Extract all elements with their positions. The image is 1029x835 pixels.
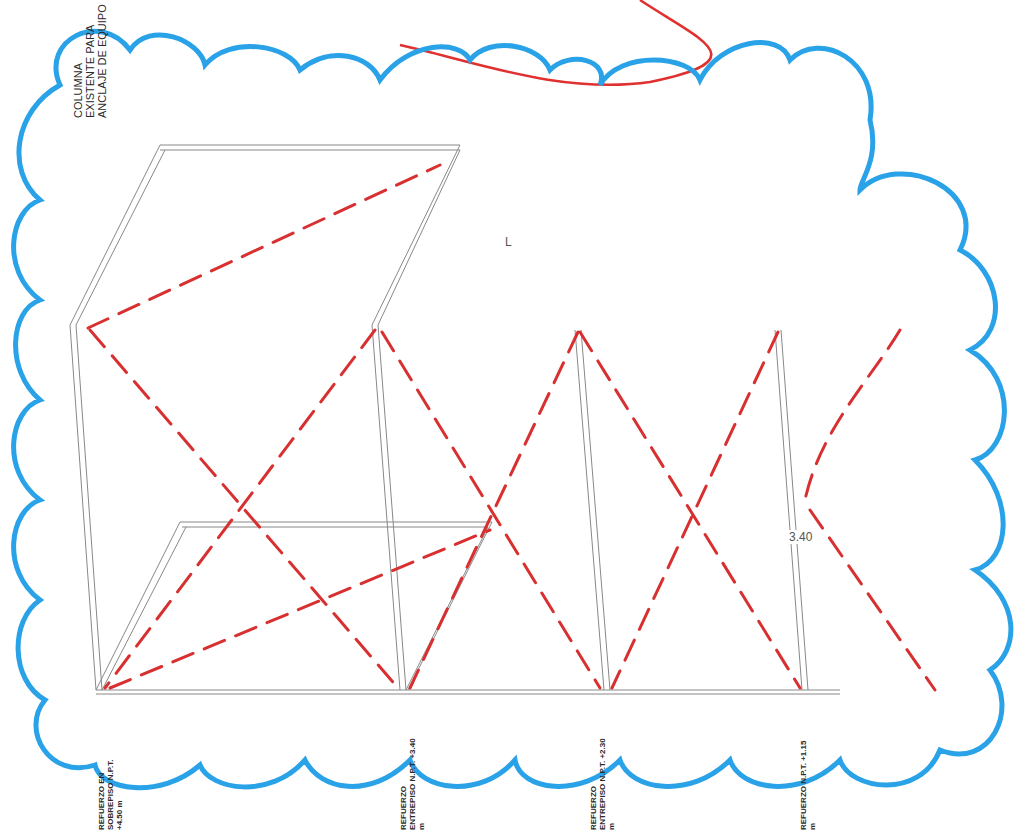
level-label: REFUERZO ENTREPISO N.P.T. +3.40 m <box>400 738 426 830</box>
mark-letter: L <box>503 235 514 249</box>
level-label: REFUERZO N.P.T. +1.15 m <box>800 738 818 830</box>
column-note: COLUMNA EXISTENTE PARA ANCLAJE DE EQUIPO <box>72 0 108 118</box>
dimension-text: 3.40 <box>787 530 814 544</box>
level-label: REFUERZO ENTREPISO N.P.T. +2.30 m <box>590 738 616 830</box>
level-label: REFUERZO EN SOBREPISO N.P.T. +4.50 m <box>98 738 124 830</box>
